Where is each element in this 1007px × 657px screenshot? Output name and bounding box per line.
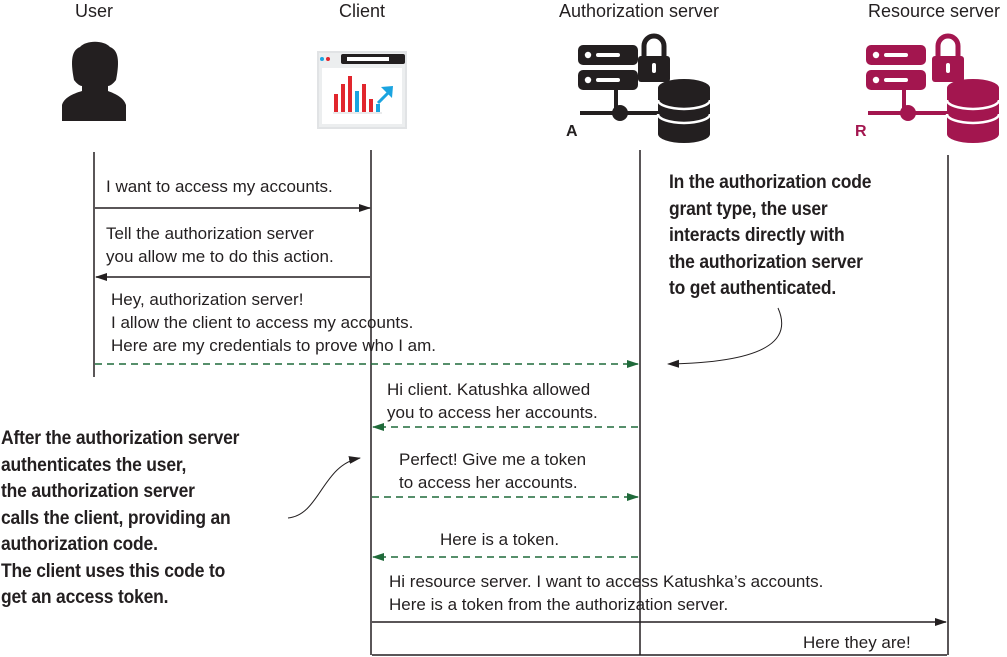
actor-label-resource-server: Resource server [867, 1, 1001, 21]
actor-label-authorization-server: Authorization server [558, 1, 720, 21]
note-pointer-right [667, 307, 783, 368]
note-pointer-left [287, 456, 361, 519]
actor-label-client: Client [338, 1, 386, 21]
message-auth-token: Here is a token. [440, 530, 560, 549]
message-client-to-resource: Hi resource server. I want to access Kat… [389, 572, 824, 614]
message-resource-response: Here they are! [803, 633, 911, 652]
message-user-to-client: I want to access my accounts. [106, 177, 333, 196]
message-user-to-auth: Hey, authorization server! I allow the c… [111, 290, 437, 355]
message-auth-to-client: Hi client. Katushka allowed you to acces… [387, 380, 598, 422]
note-authorization-code-flow: After the authorization server authentic… [1, 428, 240, 608]
server-lock-database-icon [578, 33, 712, 143]
server-letter-resource: R [855, 123, 867, 140]
browser-chart-icon [317, 51, 407, 129]
server-lock-database-icon [866, 33, 1001, 143]
user-icon [62, 41, 126, 121]
message-client-to-auth: Perfect! Give me a token to access her a… [399, 450, 587, 492]
message-client-to-user: Tell the authorization server you allow … [106, 224, 334, 266]
server-letter-auth: A [566, 123, 578, 140]
note-authorization-code-grant: In the authorization code grant type, th… [669, 172, 872, 299]
actor-label-user: User [74, 1, 114, 21]
